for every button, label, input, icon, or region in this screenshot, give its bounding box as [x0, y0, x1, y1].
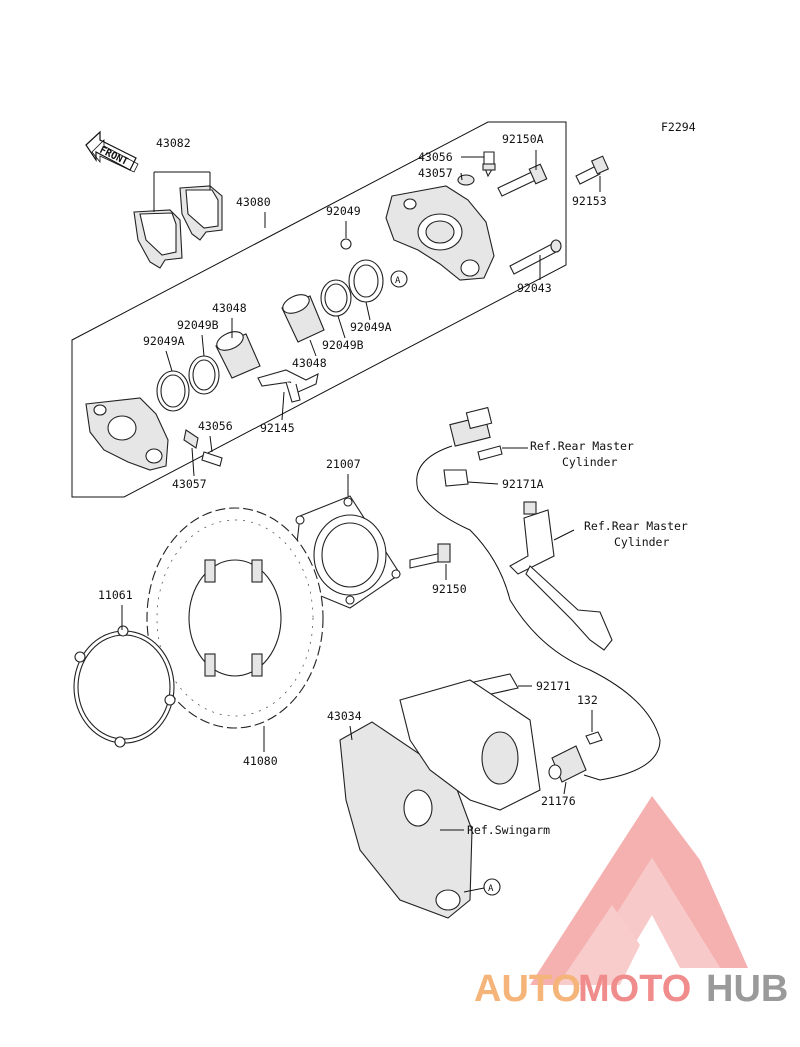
label-41080: 41080 — [243, 754, 278, 768]
sensor-cable — [416, 445, 661, 781]
label-43048-a: 43048 — [212, 301, 247, 315]
caliper-kit-outline — [71, 121, 567, 498]
brake-disc-41080 — [146, 507, 324, 729]
label-92153: 92153 — [572, 194, 607, 208]
cap-43057-top — [457, 174, 475, 186]
label-92049B-a: 92049B — [177, 318, 219, 332]
label-11061: 11061 — [98, 588, 133, 602]
abs-rotor-21007 — [295, 495, 401, 609]
marker-a-top — [390, 270, 408, 288]
label-92171: 92171 — [536, 679, 571, 693]
label-21007: 21007 — [326, 457, 361, 471]
caliper-body-upper — [385, 185, 495, 281]
figure-code: F2294 — [661, 120, 696, 134]
label-43082: 43082 — [156, 136, 191, 150]
cap-43057-bottom — [183, 429, 199, 449]
bolt-92150 — [409, 543, 451, 569]
label-43048-b: 43048 — [292, 356, 327, 370]
label-92043: 92043 — [517, 281, 552, 295]
bleed-valve-bottom — [201, 451, 223, 467]
marker-a-bottom — [483, 878, 501, 896]
label-92150: 92150 — [432, 582, 467, 596]
bolt-92153 — [575, 155, 610, 185]
label-43056-bottom: 43056 — [198, 419, 233, 433]
watermark-text-hub: HUB — [706, 968, 788, 1010]
wheel-sensor-21176 — [548, 731, 603, 783]
ref-rear-master-2-line2: Cylinder — [614, 535, 669, 549]
gasket-11061 — [73, 625, 176, 748]
label-43056-top: 43056 — [418, 150, 453, 164]
caliper-bracket-43034 — [339, 679, 541, 919]
label-43057-bottom: 43057 — [172, 477, 207, 491]
ref-swingarm: Ref.Swingarm — [467, 823, 550, 837]
piston-43048-left — [215, 331, 261, 379]
label-92150A: 92150A — [502, 132, 544, 146]
label-92049: 92049 — [326, 204, 361, 218]
leader-43082 — [153, 171, 211, 212]
watermark-text-auto: AUTO — [474, 968, 581, 1010]
label-92049A-a: 92049A — [143, 334, 185, 348]
leader-43057-top — [460, 172, 463, 181]
label-43034: 43034 — [327, 709, 362, 723]
marker-a-top-label: A — [395, 276, 401, 286]
watermark-text: AUTO MOTO HUB — [474, 968, 788, 1010]
hose-bracket — [509, 501, 613, 651]
ref-rear-master-1-line2: Cylinder — [562, 455, 617, 469]
caliper-body-lower — [85, 397, 169, 471]
label-43057-top: 43057 — [418, 166, 453, 180]
sensor-connector — [449, 406, 493, 447]
label-92049A-b: 92049A — [350, 320, 392, 334]
piston-43048-right — [281, 294, 325, 343]
label-92171A: 92171A — [502, 477, 544, 491]
watermark-text-moto: MOTO — [578, 968, 691, 1010]
label-43080: 43080 — [236, 195, 271, 209]
marker-a-bottom-label: A — [488, 884, 494, 894]
pin-92043 — [509, 239, 562, 275]
bolt-92150A — [497, 163, 548, 197]
ref-rear-master-2-line1: Ref.Rear Master — [584, 519, 688, 533]
ring-92049 — [340, 238, 352, 250]
brake-pads — [133, 185, 223, 269]
label-21176: 21176 — [541, 794, 576, 808]
watermark-logo — [530, 796, 748, 985]
clip-92145 — [257, 369, 319, 403]
label-132: 132 — [577, 693, 598, 707]
front-arrow: FRONT — [85, 130, 139, 173]
clamp-92171A — [443, 469, 469, 487]
bolt-ref-master-1 — [477, 445, 503, 461]
bleed-valve-top — [482, 151, 496, 178]
label-92049B-b: 92049B — [322, 338, 364, 352]
label-92145: 92145 — [260, 421, 295, 435]
ref-rear-master-1-line1: Ref.Rear Master — [530, 439, 634, 453]
